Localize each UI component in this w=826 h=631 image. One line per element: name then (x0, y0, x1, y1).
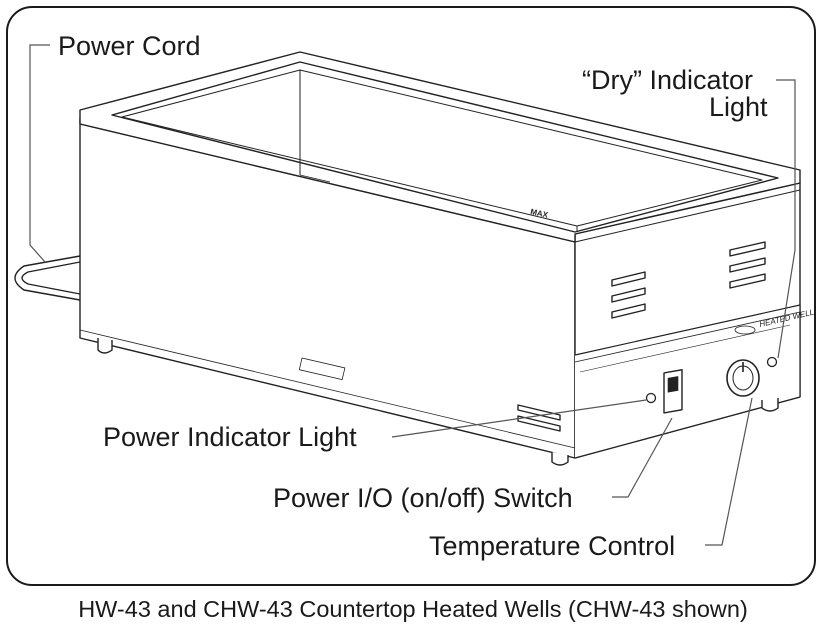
label-dry-indicator-line1: “Dry” Indicator (582, 65, 754, 95)
label-power-switch: Power I/O (on/off) Switch (273, 483, 573, 513)
power-cord (21, 261, 81, 295)
figure-caption: HW-43 and CHW-43 Countertop Heated Wells… (78, 596, 748, 622)
power-indicator-light (645, 392, 657, 404)
leader-power-switch (612, 417, 673, 498)
label-temperature-control: Temperature Control (429, 531, 676, 561)
leader-power-indicator (391, 399, 647, 438)
diagram-frame (6, 6, 816, 586)
brand-badge (734, 325, 756, 335)
leader-temperature-control (705, 397, 753, 546)
caution-label (298, 357, 346, 380)
label-power-cord: Power Cord (58, 31, 201, 61)
leader-dry-indicator (776, 79, 796, 359)
temperature-knob (726, 359, 760, 397)
control-panel (574, 304, 801, 459)
label-dry-indicator-line2: Light (709, 92, 768, 122)
foot-back-right (761, 398, 779, 412)
foot-front-left (97, 338, 113, 354)
leader-power-cord (29, 44, 50, 263)
well-opening (111, 61, 779, 233)
max-marking: MAX (530, 207, 550, 220)
foot-front-right (551, 452, 569, 466)
dry-indicator-light (766, 356, 778, 368)
label-power-indicator: Power Indicator Light (103, 422, 357, 452)
